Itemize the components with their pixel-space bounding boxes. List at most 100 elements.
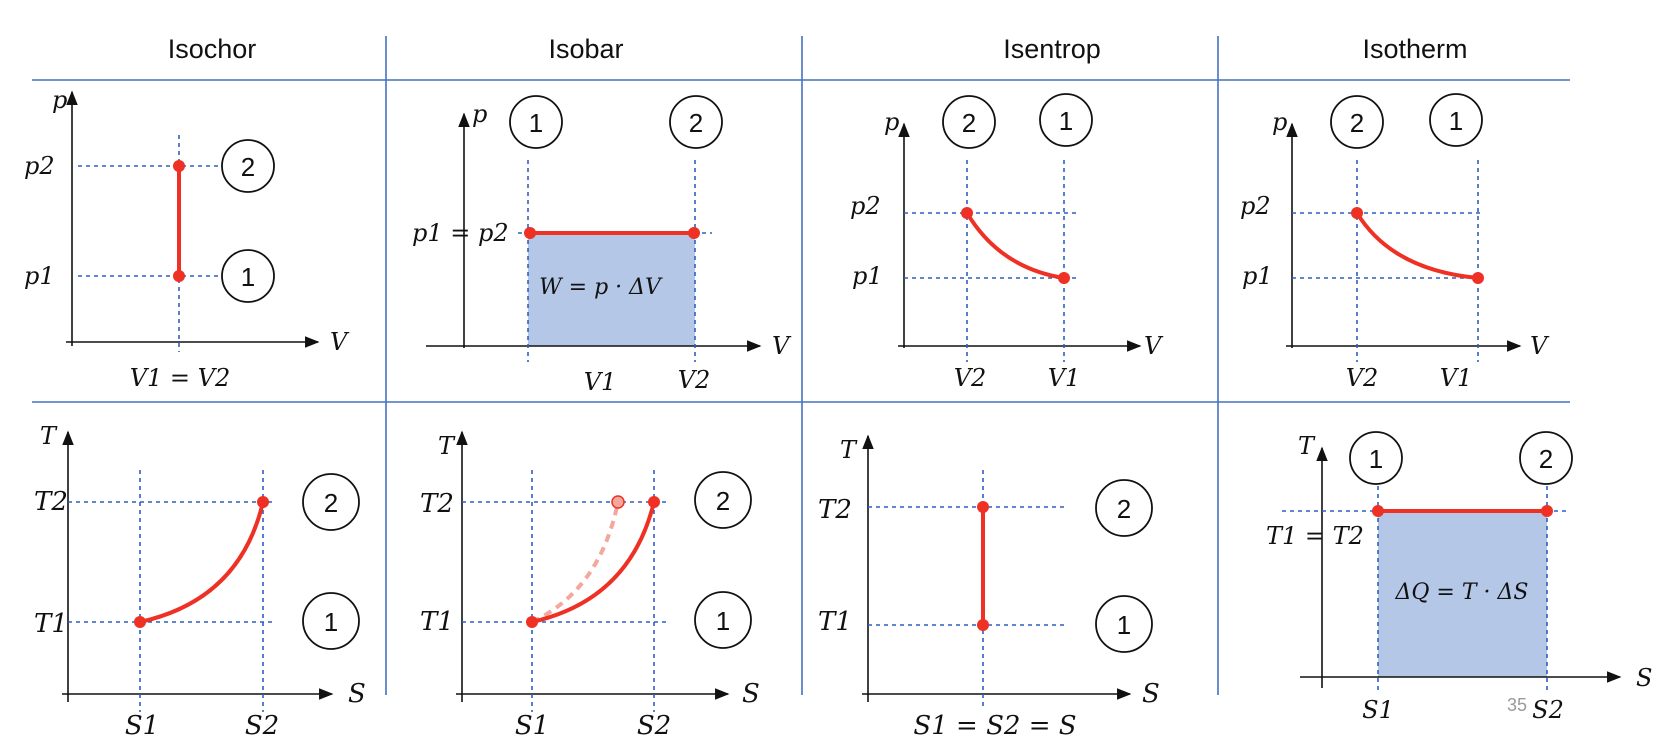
heat-area bbox=[1378, 511, 1547, 677]
state-point bbox=[977, 619, 989, 631]
y-axis-label: T bbox=[840, 436, 858, 464]
x-axis-label: V bbox=[772, 332, 792, 360]
state-label: 2 bbox=[1539, 444, 1553, 474]
reference-point bbox=[611, 495, 625, 509]
state-label: 2 bbox=[241, 152, 255, 182]
p-low-label: p1 bbox=[1242, 262, 1273, 290]
state-marker bbox=[1095, 595, 1153, 653]
state-marker bbox=[302, 592, 360, 650]
state-label: 1 bbox=[716, 606, 730, 636]
state-point bbox=[977, 501, 989, 513]
state-marker bbox=[221, 139, 275, 193]
p-low-label: p1 bbox=[24, 262, 55, 290]
p-high-label: p2 bbox=[850, 192, 881, 220]
t-high-label: T2 bbox=[420, 489, 454, 519]
s-left-label: S1 bbox=[125, 711, 159, 741]
y-axis-label: p bbox=[884, 108, 899, 136]
y-axis-label: T bbox=[40, 422, 58, 450]
area-label: W = p · ΔV bbox=[539, 275, 663, 300]
state-point bbox=[173, 160, 185, 172]
y-axis-label: T bbox=[1298, 432, 1316, 460]
s-left-label: S1 bbox=[1362, 696, 1394, 724]
state-point bbox=[524, 227, 536, 239]
state-label: 1 bbox=[1117, 610, 1131, 640]
y-axis-label: p bbox=[1272, 108, 1287, 136]
s-left-label: S1 bbox=[515, 711, 549, 741]
state-marker bbox=[694, 471, 752, 529]
ts-isentrop-diagram: T S T2 T1 2 1 S1 = S2 = S bbox=[818, 434, 1160, 741]
ts-isochor-diagram: T S T2 T1 2 1 S1 S2 bbox=[34, 422, 366, 741]
t-low-label: T1 bbox=[818, 607, 852, 637]
p-low-label: p1 bbox=[852, 262, 883, 290]
state-marker bbox=[1429, 93, 1483, 147]
state-point bbox=[1058, 272, 1070, 284]
state-point bbox=[1472, 272, 1484, 284]
state-marker bbox=[1349, 431, 1403, 485]
process-curve bbox=[1355, 211, 1479, 280]
x-axis-label: S bbox=[348, 679, 366, 709]
header-isentrop: Isentrop bbox=[1003, 34, 1101, 64]
x-axis-label: V bbox=[1144, 332, 1164, 360]
state-label: 1 bbox=[1369, 444, 1383, 474]
process-curve bbox=[531, 501, 656, 624]
t-label: T1 = T2 bbox=[1266, 522, 1364, 550]
header-isobar: Isobar bbox=[548, 34, 624, 64]
t-high-label: T2 bbox=[34, 487, 68, 517]
s-label: S1 = S2 = S bbox=[913, 711, 1076, 741]
work-area bbox=[528, 233, 695, 346]
ts-isotherm-diagram: T S T1 = T2 ΔQ = T · ΔS 1 2 S1 S2 bbox=[1266, 431, 1652, 724]
state-point bbox=[526, 616, 538, 628]
x-axis-label: S bbox=[1636, 664, 1652, 692]
v-left-label: V2 bbox=[954, 364, 987, 392]
x-axis-label: S bbox=[742, 679, 760, 709]
v-left-label: V1 bbox=[584, 368, 617, 396]
v-label: V1 = V2 bbox=[130, 364, 231, 392]
state-point bbox=[961, 207, 973, 219]
y-axis-label: p bbox=[472, 100, 487, 128]
header-isotherm: Isotherm bbox=[1362, 34, 1468, 64]
isochor-reference-curve bbox=[531, 501, 620, 624]
process-curve bbox=[965, 211, 1065, 280]
state-marker bbox=[221, 249, 275, 303]
state-marker bbox=[1039, 93, 1093, 147]
process-curve bbox=[139, 501, 265, 624]
state-point bbox=[1351, 207, 1363, 219]
state-point bbox=[173, 270, 185, 282]
state-marker bbox=[302, 473, 360, 531]
state-point bbox=[1541, 505, 1553, 517]
state-marker bbox=[942, 95, 996, 149]
v-left-label: V2 bbox=[1346, 364, 1379, 392]
t-high-label: T2 bbox=[818, 495, 852, 525]
v-right-label: V1 bbox=[1440, 364, 1473, 392]
p-high-label: p2 bbox=[1240, 192, 1271, 220]
state-marker bbox=[509, 95, 563, 149]
state-label: 2 bbox=[324, 488, 338, 518]
t-low-label: T1 bbox=[34, 609, 68, 639]
s-right-label: S2 bbox=[245, 711, 279, 741]
state-label: 2 bbox=[962, 108, 976, 138]
state-marker bbox=[669, 95, 723, 149]
x-axis-label: S bbox=[1142, 679, 1160, 709]
state-label: 1 bbox=[1449, 106, 1463, 136]
v-right-label: V2 bbox=[678, 366, 711, 394]
pv-isochor-diagram: p V p2 p1 2 1 V1 = V2 bbox=[24, 86, 350, 392]
s-right-label: S2 bbox=[1532, 696, 1564, 724]
table-grid bbox=[32, 36, 1570, 695]
state-label: 1 bbox=[529, 108, 543, 138]
ts-isobar-diagram: T S T2 T1 2 1 S1 S2 bbox=[420, 430, 760, 741]
state-marker bbox=[1519, 431, 1573, 485]
state-label: 1 bbox=[241, 262, 255, 292]
y-axis-label: p bbox=[52, 86, 67, 114]
v-right-label: V1 bbox=[1048, 364, 1081, 392]
y-axis-label: T bbox=[438, 432, 456, 460]
x-axis-label: V bbox=[330, 328, 350, 356]
state-point bbox=[688, 227, 700, 239]
state-marker bbox=[1330, 95, 1384, 149]
state-point bbox=[257, 496, 269, 508]
state-point bbox=[134, 616, 146, 628]
area-label: ΔQ = T · ΔS bbox=[1395, 580, 1529, 605]
state-point bbox=[1372, 505, 1384, 517]
pv-isentrop-diagram: p V p2 p1 2 1 V2 V1 bbox=[850, 93, 1164, 392]
state-marker bbox=[1095, 479, 1153, 537]
